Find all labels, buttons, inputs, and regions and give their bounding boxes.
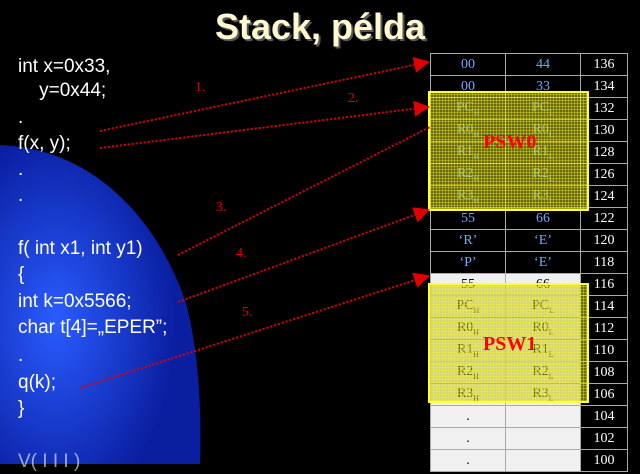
psw0-highlight xyxy=(428,91,589,211)
stack-high-byte-text: 00 xyxy=(461,56,475,72)
stack-low-byte-text: ‘E’ xyxy=(534,232,552,248)
stack-high-byte: . xyxy=(430,427,506,450)
stack-address: 100 xyxy=(580,449,628,472)
stack-address: 120 xyxy=(580,229,628,252)
code-line-13: } xyxy=(18,398,25,419)
code-line-12: q(k); xyxy=(18,372,56,393)
step-label-2: 2. xyxy=(348,91,359,106)
stack-row: . 104 xyxy=(430,405,628,428)
stack-address-text: 118 xyxy=(593,254,615,270)
stack-address-text: 102 xyxy=(593,430,615,446)
stack-row: ‘P’ ‘E’ 118 xyxy=(430,251,628,274)
stack-address-text: 136 xyxy=(593,56,615,72)
stack-address-text: 124 xyxy=(593,188,615,204)
stack-low-byte xyxy=(505,449,581,472)
stack-low-byte xyxy=(505,427,581,450)
stack-row: 00 44 136 xyxy=(430,53,628,76)
stack-low-byte: ‘E’ xyxy=(505,251,581,274)
stack-low-byte xyxy=(505,405,581,428)
stack-high-byte-text: ‘R’ xyxy=(458,232,478,248)
stack-high-byte-text: . xyxy=(466,430,470,446)
step-label-1: 1. xyxy=(195,80,206,95)
stack-address: 126 xyxy=(580,163,628,186)
stack-address-text: 108 xyxy=(593,364,615,380)
stack-low-byte: 44 xyxy=(505,53,581,76)
stack-low-byte-text: ‘E’ xyxy=(534,254,552,270)
stack-row: 55 66 122 xyxy=(430,207,628,230)
stack-address-text: 130 xyxy=(593,122,615,138)
code-line-6: . xyxy=(18,185,24,206)
stack-high-byte-text: 55 xyxy=(461,210,475,226)
stack-address-text: 122 xyxy=(593,210,615,226)
stack-address-text: 104 xyxy=(593,408,615,424)
code-line-5: . xyxy=(18,159,24,180)
code-line-14: V( I I I ) xyxy=(18,451,81,472)
code-line-1: int x=0x33, xyxy=(18,56,111,77)
step-label-5: 5. xyxy=(242,305,253,320)
psw1-label: PSW1 xyxy=(483,333,537,355)
step-label-3: 3. xyxy=(216,200,227,215)
slide-title: Stack, példa xyxy=(214,6,426,47)
stack-address: 118 xyxy=(580,251,628,274)
stack-address: 104 xyxy=(580,405,628,428)
code-line-3: . xyxy=(18,107,24,128)
stack-address: 112 xyxy=(580,317,628,340)
stack-low-byte: ‘E’ xyxy=(505,229,581,252)
stack-high-byte: 00 xyxy=(430,53,506,76)
stack-address: 102 xyxy=(580,427,628,450)
stack-high-byte-text: ‘P’ xyxy=(459,254,477,270)
stack-high-byte: ‘R’ xyxy=(430,229,506,252)
stack-address-text: 100 xyxy=(593,452,615,468)
stack-address: 136 xyxy=(580,53,628,76)
stack-low-byte-text: 66 xyxy=(536,210,550,226)
stack-row: . 100 xyxy=(430,449,628,472)
code-line-10: char t[4]=„EPER”; xyxy=(18,317,168,338)
stack-low-byte-text: 33 xyxy=(536,78,550,94)
stack-address-text: 126 xyxy=(593,166,615,182)
stack-high-byte: . xyxy=(430,449,506,472)
code-line-4: f(x, y); xyxy=(18,133,71,154)
stack-address: 132 xyxy=(580,97,628,120)
code-line-11: . xyxy=(18,345,24,366)
stack-row: ‘R’ ‘E’ 120 xyxy=(430,229,628,252)
step-label-4: 4. xyxy=(236,246,247,261)
stack-address-text: 106 xyxy=(593,386,615,402)
stack-high-byte: . xyxy=(430,405,506,428)
stack-address-text: 128 xyxy=(593,144,615,160)
code-line-7: f( int x1, int y1) xyxy=(18,238,143,259)
stack-address-text: 132 xyxy=(593,100,615,116)
stack-row: . 102 xyxy=(430,427,628,450)
stack-address: 110 xyxy=(580,339,628,362)
stack-address-text: 120 xyxy=(593,232,615,248)
stack-address: 134 xyxy=(580,75,628,98)
psw0-label: PSW0 xyxy=(483,131,537,153)
stack-high-byte: ‘P’ xyxy=(430,251,506,274)
psw1-highlight xyxy=(428,283,589,403)
stack-high-byte-text: 00 xyxy=(461,78,475,94)
stack-address-text: 112 xyxy=(593,320,615,336)
code-line-9: int k=0x5566; xyxy=(18,291,132,312)
stack-address: 130 xyxy=(580,119,628,142)
stack-address: 116 xyxy=(580,273,628,296)
stack-address-text: 114 xyxy=(593,298,615,314)
stack-address-text: 110 xyxy=(593,342,615,358)
stack-low-byte-text: 44 xyxy=(536,56,550,72)
code-line-8: { xyxy=(18,264,25,285)
stack-high-byte-text: . xyxy=(466,452,470,468)
stack-address-text: 134 xyxy=(593,78,615,94)
stack-address: 122 xyxy=(580,207,628,230)
stack-address-text: 116 xyxy=(593,276,615,292)
stack-high-byte: 55 xyxy=(430,207,506,230)
stack-address: 114 xyxy=(580,295,628,318)
stack-high-byte-text: . xyxy=(466,408,470,424)
stack-address: 106 xyxy=(580,383,628,406)
code-line-2: y=0x44; xyxy=(18,80,107,101)
